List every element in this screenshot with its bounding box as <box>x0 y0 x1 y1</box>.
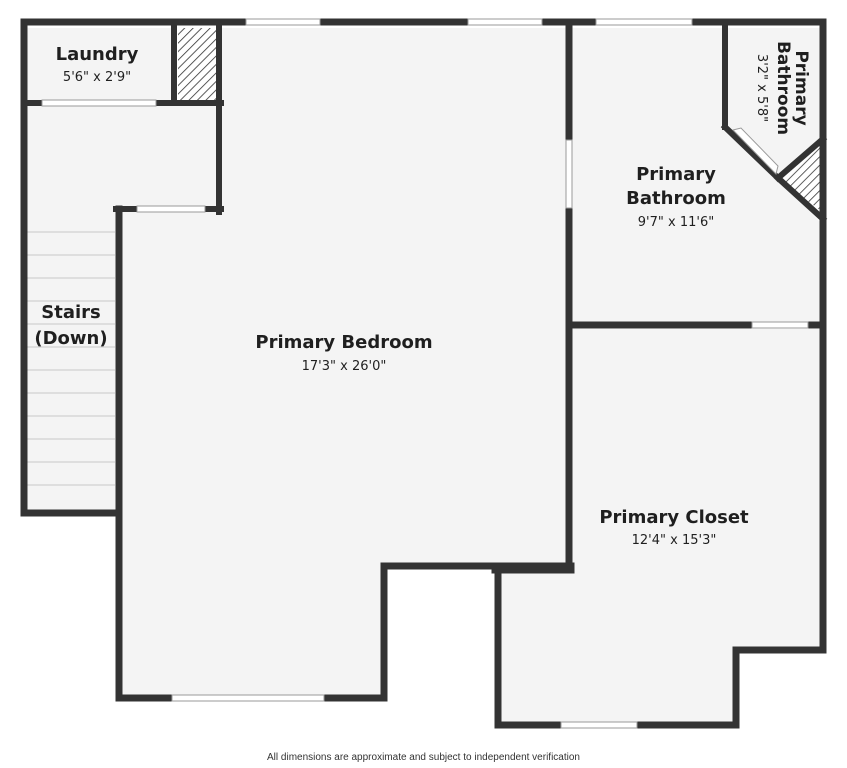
bathroom-dims: 9'7" x 11'6" <box>638 215 714 230</box>
hatched-chase-bathroom <box>779 144 820 210</box>
window-top-1 <box>245 18 321 26</box>
bedroom-floor <box>119 28 567 695</box>
wall-small-bath-diagonal-right <box>773 134 828 183</box>
room-closet-label: Primary Closet 12'4" x 15'3" <box>599 507 749 548</box>
wall-chase-diagonal <box>773 173 828 224</box>
disclaimer-footer: All dimensions are approximate and subje… <box>267 752 580 763</box>
window-bedroom-bottom <box>171 694 325 702</box>
laundry-dims: 5'6" x 2'9" <box>63 70 131 85</box>
bathroom-name-line1: Primary <box>636 164 716 185</box>
stairs-name-line2: (Down) <box>34 328 107 349</box>
closet-name: Primary Closet <box>599 507 749 528</box>
door-bathroom <box>565 139 573 209</box>
door-hall <box>136 205 206 213</box>
door-laundry <box>41 99 157 107</box>
bathroom-name-line2: Bathroom <box>626 188 726 209</box>
stair-treads <box>27 231 115 486</box>
hatched-chase-laundry <box>178 28 216 100</box>
door-small-bath <box>732 127 779 175</box>
room-laundry-label: Laundry 5'6" x 2'9" <box>56 44 139 85</box>
small-bathroom-dims: 3'2" x 5'8" <box>754 54 769 122</box>
stairs-floor <box>27 209 119 512</box>
bedroom-dims: 17'3" x 26'0" <box>302 359 387 374</box>
room-bathroom-label: Primary Bathroom 9'7" x 11'6" <box>626 164 726 230</box>
bedroom-name: Primary Bedroom <box>255 332 432 353</box>
closet-floor <box>498 329 820 722</box>
window-top-3 <box>595 18 693 26</box>
floor-fills <box>27 28 820 722</box>
openings <box>41 18 809 729</box>
door-closet <box>751 321 809 329</box>
wall-small-bath-diagonal <box>720 122 783 183</box>
room-small-bathroom-label: Primary Bathroom 3'2" x 5'8" <box>754 41 811 135</box>
window-top-2 <box>467 18 543 26</box>
small-bathroom-name-line2: Bathroom <box>773 41 793 135</box>
room-bedroom-label: Primary Bedroom 17'3" x 26'0" <box>255 332 432 374</box>
hall-floor <box>27 103 218 209</box>
room-stairs-label: Stairs (Down) <box>34 302 107 349</box>
small-bathroom-name-line1: Primary <box>791 50 811 125</box>
bathroom-floor <box>571 28 820 322</box>
window-closet-bottom <box>560 721 638 729</box>
laundry-name: Laundry <box>56 44 139 65</box>
laundry-floor <box>27 28 172 103</box>
closet-dims: 12'4" x 15'3" <box>632 533 717 548</box>
stairs-name-line1: Stairs <box>41 302 100 323</box>
